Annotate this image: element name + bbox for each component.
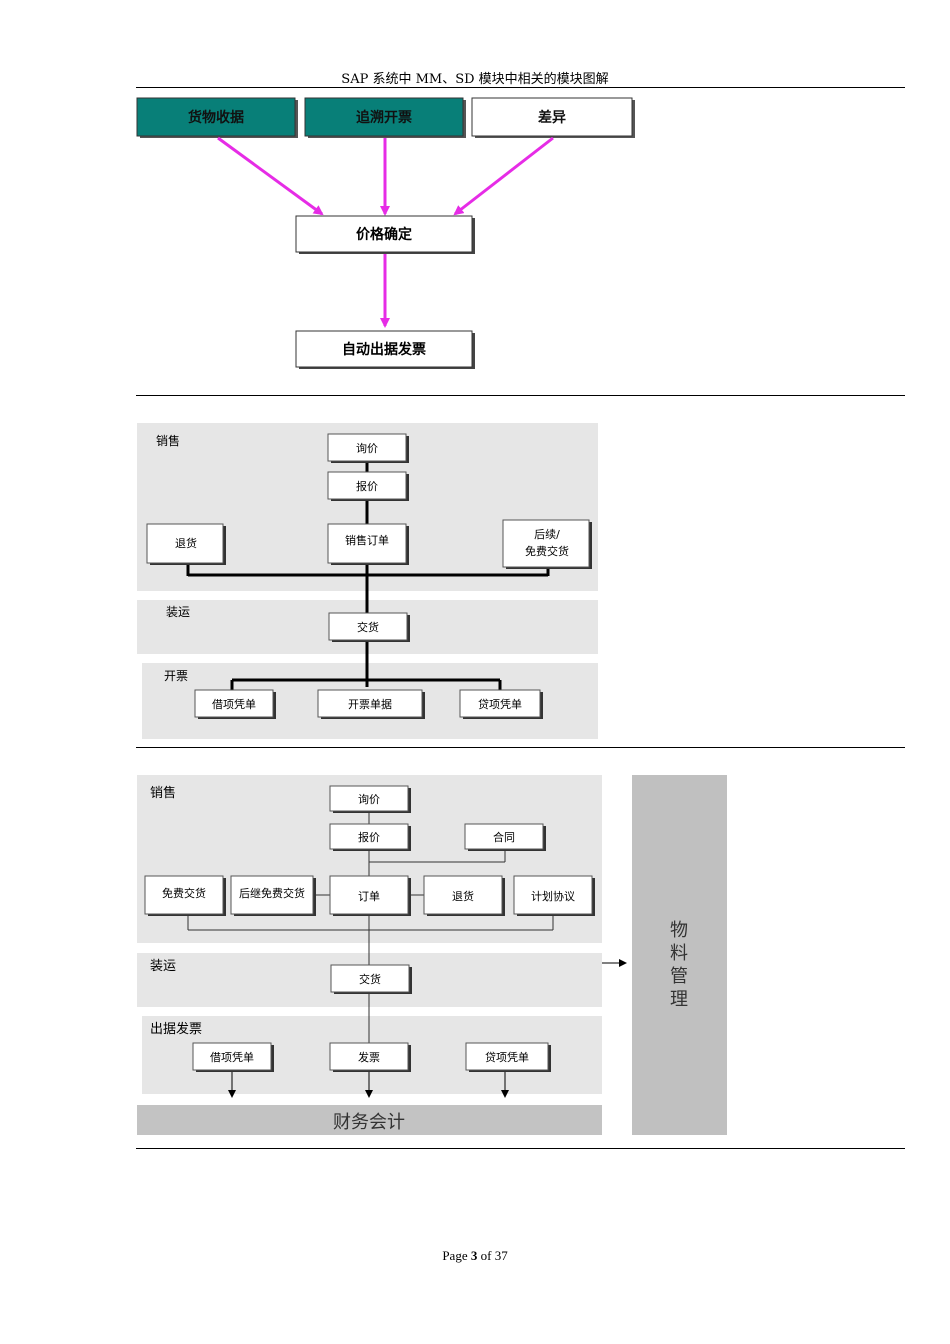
quotation-box (329, 823, 409, 850)
material-mgmt-char-3: 管 (670, 966, 688, 987)
sales-section-label: 销售 (150, 785, 176, 801)
returns-box (423, 875, 503, 915)
sales-section-label: 销售 (156, 433, 180, 448)
returns-box (146, 523, 224, 564)
credit-memo-label: 贷项凭单 (485, 1050, 529, 1064)
variance-label: 差异 (538, 109, 566, 126)
inquiry-box (329, 785, 409, 812)
arrow-3 (453, 136, 554, 216)
order-label: 订单 (358, 890, 380, 903)
arrow-1 (217, 136, 324, 216)
price-determination-diagram: 货物收据 追溯开票 差异 价格确定 自动出据发票 (136, 97, 635, 369)
retro-billing-box (304, 97, 464, 137)
invoice-box (329, 1042, 409, 1071)
invoice-label: 发票 (358, 1050, 380, 1064)
delivery-label: 交货 (359, 972, 381, 986)
debit-memo-label: 借项凭单 (210, 1050, 254, 1064)
material-mgmt-bar (632, 775, 727, 1135)
page-number: 3 (470, 1248, 478, 1263)
billing-section-label: 开票 (164, 669, 188, 683)
followup-box (502, 519, 590, 568)
billing-doc-box (317, 689, 423, 718)
retro-billing-label: 追溯开票 (356, 109, 412, 126)
material-mgmt-char-4: 理 (670, 989, 688, 1010)
schedule-agreement-label: 计划协议 (531, 889, 575, 903)
material-mgmt-char-1: 物 (670, 920, 688, 941)
credit-memo-box (459, 689, 541, 718)
page-footer: Page 3 of 37 (0, 1248, 950, 1264)
inquiry-label: 询价 (356, 442, 378, 455)
debit-memo-box (192, 1042, 272, 1071)
sales-order-box (327, 523, 407, 564)
shipping-section-label: 装运 (166, 605, 190, 619)
credit-memo-box (465, 1042, 549, 1071)
billing-doc-label: 开票单据 (348, 697, 392, 711)
finance-bar (137, 1105, 602, 1135)
inquiry-label: 询价 (358, 793, 380, 806)
followup-free-label: 后继免费交货 (239, 886, 305, 900)
quotation-label: 报价 (358, 830, 380, 844)
returns-label: 退货 (452, 889, 474, 903)
sd-flow-diagram: 销售 装运 开票 询价 报价 退货 销售订单 后续/ 免费交货 交货 借项凭单 … (137, 423, 598, 739)
free-delivery-box (144, 875, 224, 915)
section-rule-1 (136, 395, 905, 396)
page-total: 37 (494, 1248, 508, 1263)
sales-order-label: 销售订单 (345, 533, 389, 547)
variance-box (471, 97, 633, 137)
debit-memo-box (194, 689, 274, 718)
invoicing-section-label: 出据发票 (150, 1021, 202, 1037)
section-rule-3 (136, 1148, 905, 1149)
order-box (329, 875, 409, 915)
price-determination-label: 价格确定 (356, 226, 412, 243)
quotation-label: 报价 (356, 479, 378, 493)
delivery-label: 交货 (357, 620, 379, 634)
price-determination-box (295, 215, 473, 253)
delivery-box (330, 964, 410, 993)
returns-label: 退货 (175, 536, 197, 550)
credit-memo-label: 贷项凭单 (478, 697, 522, 711)
followup-label-2: 免费交货 (525, 544, 569, 558)
finance-label: 财务会计 (333, 1112, 405, 1133)
contract-box (464, 823, 544, 850)
contract-label: 合同 (493, 830, 515, 844)
header-rule (136, 87, 905, 88)
page-label: Page (442, 1248, 468, 1263)
followup-free-box (230, 875, 314, 915)
of-label: of (480, 1248, 492, 1263)
goods-receipt-box (136, 97, 296, 137)
sd-mm-fi-diagram: 销售 装运 出据发票 财务会计 物 料 管 理 询价 报价 合同 免费交货 后继… (137, 775, 727, 1135)
schedule-agreement-box (513, 875, 593, 915)
section-rule-2 (136, 747, 905, 748)
inquiry-box (327, 433, 407, 462)
goods-receipt-label: 货物收据 (187, 109, 244, 126)
shipping-section-label: 装运 (150, 959, 176, 974)
delivery-box (328, 612, 408, 641)
debit-memo-label: 借项凭单 (212, 697, 256, 711)
page-header: SAP 系统中 MM、SD 模块中相关的模块图解 (341, 72, 609, 87)
free-delivery-label: 免费交货 (162, 886, 206, 900)
material-mgmt-char-2: 料 (670, 943, 688, 964)
auto-invoice-box (295, 330, 473, 368)
quotation-box (327, 471, 407, 500)
auto-invoice-label: 自动出据发票 (342, 341, 426, 358)
followup-label-1: 后续/ (534, 527, 560, 541)
